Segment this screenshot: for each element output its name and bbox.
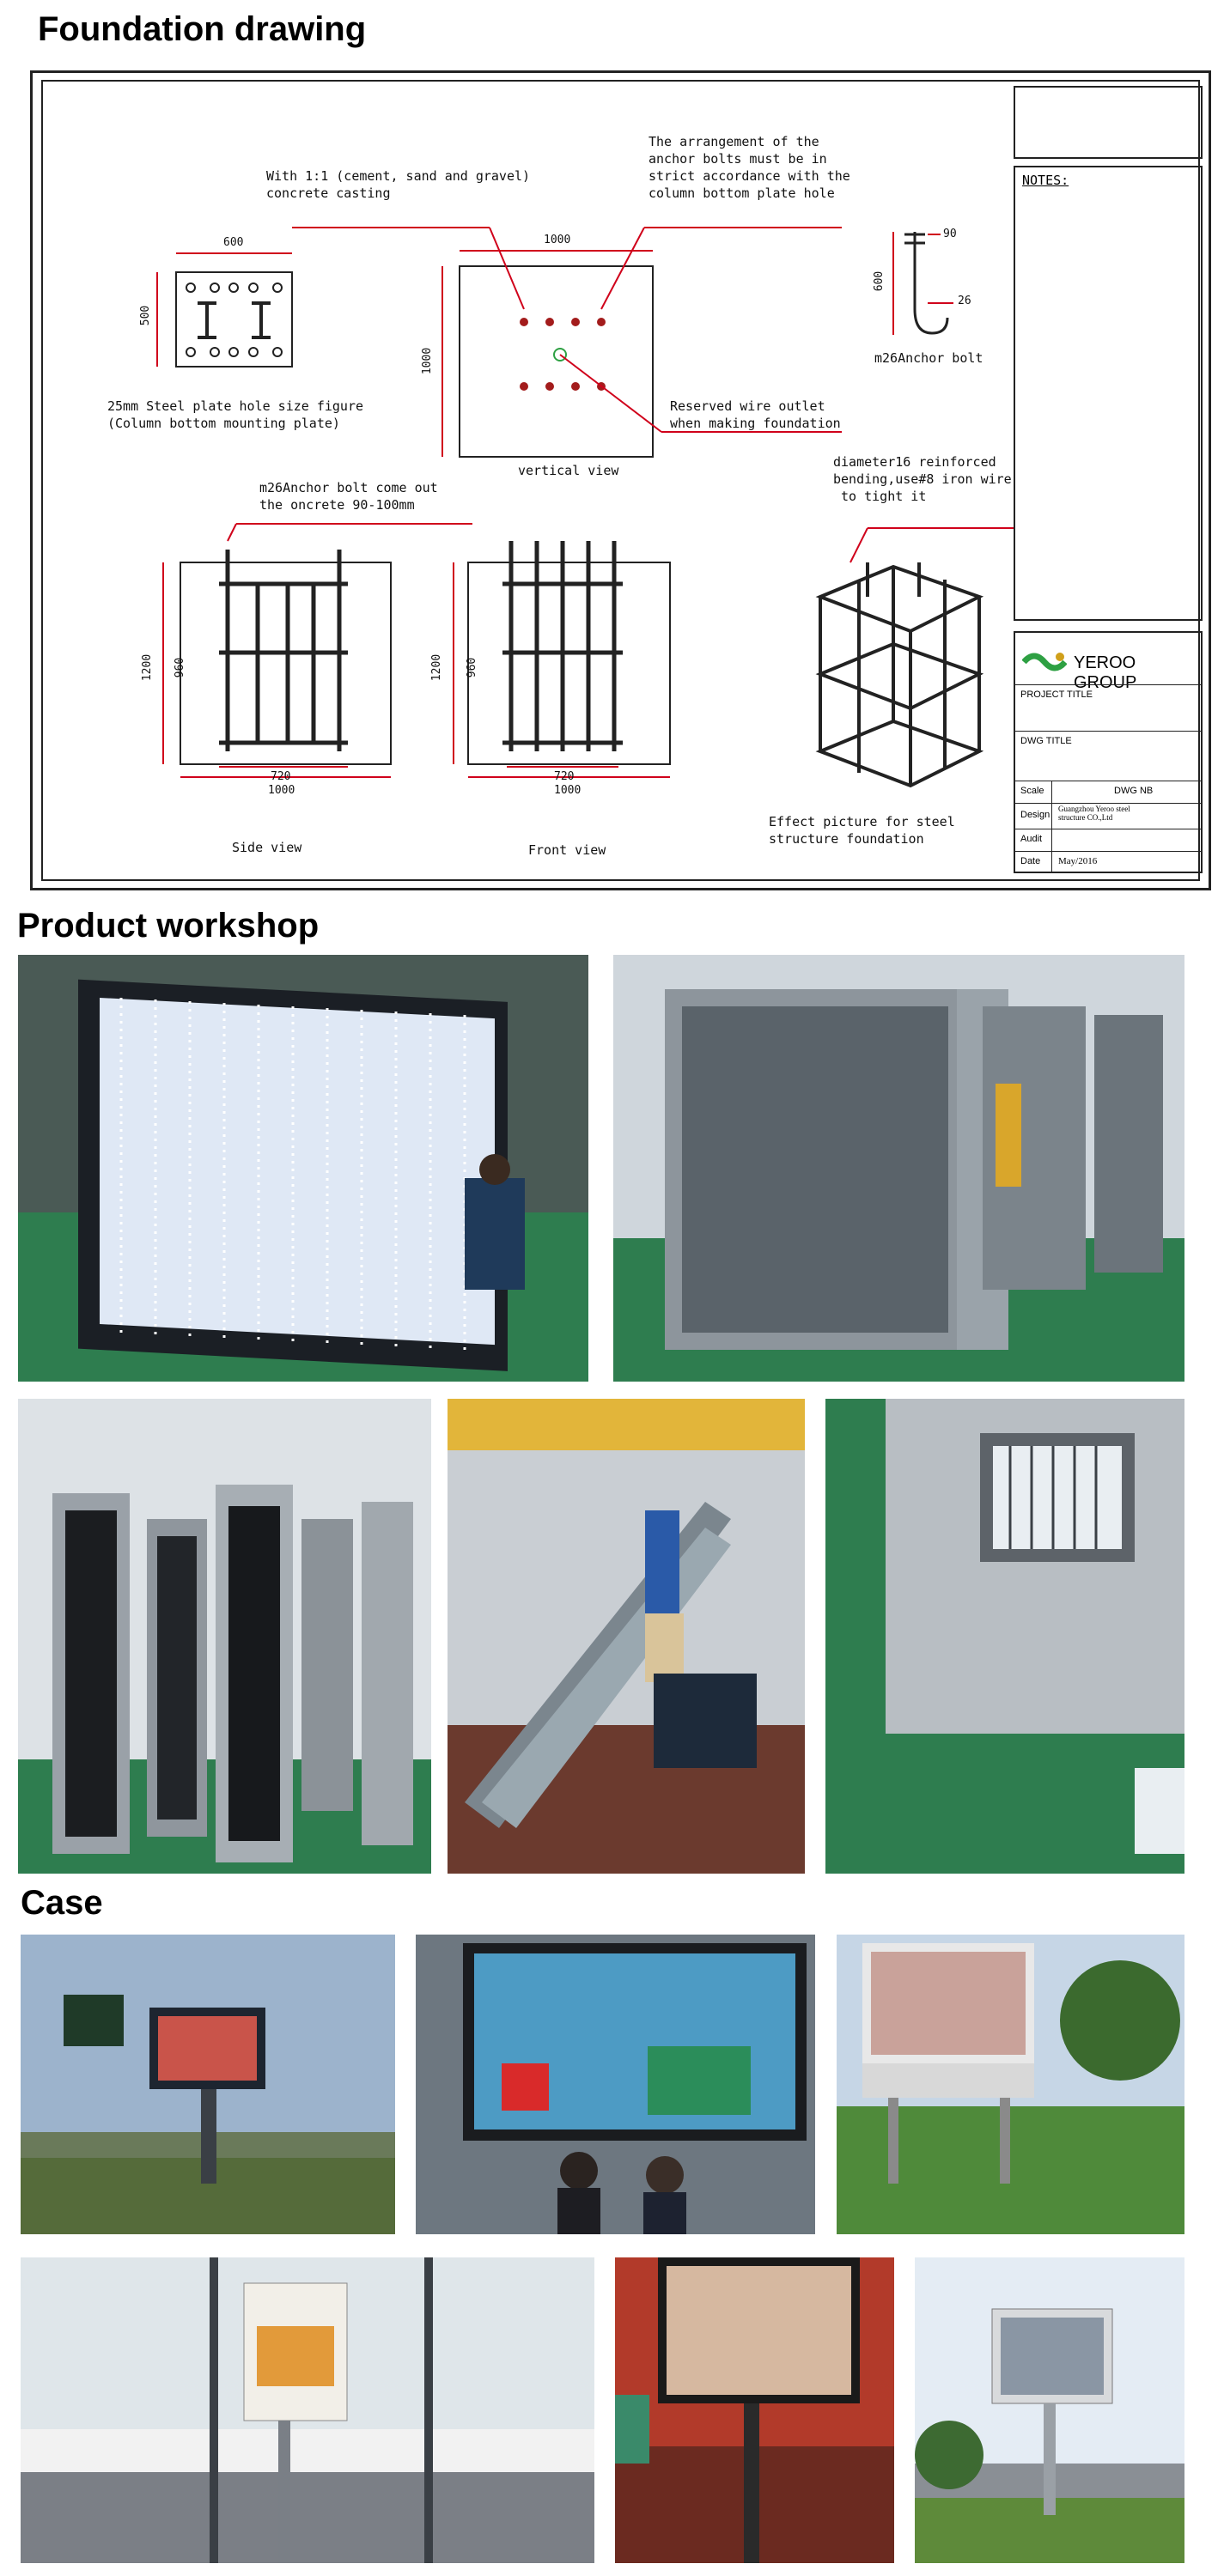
workshop-photo-led-backlight	[18, 955, 588, 1382]
dim-side-height: 1200	[141, 653, 155, 682]
effect-caption: Effect picture for steel structure found…	[769, 814, 955, 847]
bolt-out-note: m26Anchor bolt come out the oncrete 90-1…	[259, 480, 438, 513]
audit-label: Audit	[1020, 834, 1043, 844]
rebar-cage-figure	[815, 527, 1014, 788]
plate-caption: 25mm Steel plate hole size figure (Colum…	[107, 398, 364, 431]
dim-side-height2: 960	[174, 657, 187, 678]
design-value: Guangzhou Yeroo steel structure CO.,Ltd	[1058, 805, 1130, 822]
case-photo-advert-installation	[416, 1935, 815, 2234]
workshop-photo-wall-unit	[825, 1399, 1184, 1874]
case-photo-indoor-display	[615, 2257, 894, 2563]
foundation-drawing: With 1:1 (cement, sand and gravel) concr…	[30, 70, 1211, 890]
section-title-workshop: Product workshop	[17, 907, 320, 945]
date-value: May/2016	[1058, 856, 1098, 866]
rebar-note: diameter16 reinforced bending,use#8 iron…	[833, 454, 1012, 504]
title-block: NOTES: YEROO GROUP PROJECT TITLE DWG TIT…	[1014, 82, 1215, 879]
dim-bolt-a: 90	[943, 228, 957, 240]
plate-figure	[156, 252, 293, 368]
brand-logo	[1022, 652, 1067, 672]
info-box: YEROO GROUP PROJECT TITLE DWG TITLE Scal…	[1014, 631, 1203, 873]
drawing-frame: With 1:1 (cement, sand and gravel) concr…	[41, 80, 1203, 881]
front-view-caption: Front view	[528, 842, 606, 858]
dim-vertical-height: 1000	[421, 347, 435, 375]
concrete-note: With 1:1 (cement, sand and gravel) concr…	[266, 168, 531, 201]
case-photo-roadside-pole	[915, 2257, 1184, 2563]
anchor-bolt-figure	[892, 232, 953, 335]
case-photo-roadside-billboard	[21, 1935, 395, 2234]
dwg-title-label: DWG TITLE	[1020, 736, 1072, 746]
title-block-top	[1014, 86, 1203, 159]
drawing-svg	[156, 227, 1014, 788]
case-photo-street-poles	[21, 2257, 594, 2563]
dim-front-w1: 720	[554, 770, 575, 783]
design-label: Design	[1020, 810, 1050, 820]
section-title-foundation: Foundation drawing	[38, 10, 367, 48]
dim-front-height2: 960	[466, 657, 479, 678]
workshop-photo-frames-row	[613, 955, 1184, 1382]
dim-plate-height: 500	[139, 305, 153, 326]
dim-plate-width: 600	[223, 236, 244, 249]
dim-bolt-b: 26	[958, 295, 971, 307]
company-name: YEROO GROUP	[1074, 653, 1137, 692]
dim-bolt-height: 600	[873, 270, 886, 292]
notes-label: NOTES:	[1022, 173, 1069, 188]
date-label: Date	[1020, 856, 1041, 866]
vertical-view-caption: vertical view	[518, 463, 619, 478]
anchor-bolt-caption: m26Anchor bolt	[874, 350, 983, 366]
scale-label: Scale	[1020, 786, 1044, 796]
dim-front-height: 1200	[430, 653, 444, 682]
dim-front-w2: 1000	[554, 784, 582, 797]
vertical-view	[292, 227, 842, 458]
front-view	[453, 541, 671, 778]
dim-side-w1: 720	[271, 770, 291, 783]
workshop-photo-assembly	[448, 1399, 805, 1874]
case-photo-studio-billboard	[837, 1935, 1184, 2234]
notes-box: NOTES:	[1014, 166, 1203, 621]
dwg-no-label: DWG NB	[1114, 786, 1154, 796]
dim-side-w2: 1000	[268, 784, 295, 797]
bolt-arrangement-note: The arrangement of the anchor bolts must…	[649, 134, 850, 201]
side-view	[162, 523, 472, 778]
workshop-photo-totems	[18, 1399, 431, 1874]
side-view-caption: Side view	[232, 840, 302, 855]
project-title-label: PROJECT TITLE	[1020, 690, 1093, 700]
section-title-case: Case	[21, 1884, 103, 1922]
dim-vertical-width: 1000	[544, 234, 571, 246]
wire-outlet-note: Reserved wire outlet when making foundat…	[670, 398, 841, 431]
